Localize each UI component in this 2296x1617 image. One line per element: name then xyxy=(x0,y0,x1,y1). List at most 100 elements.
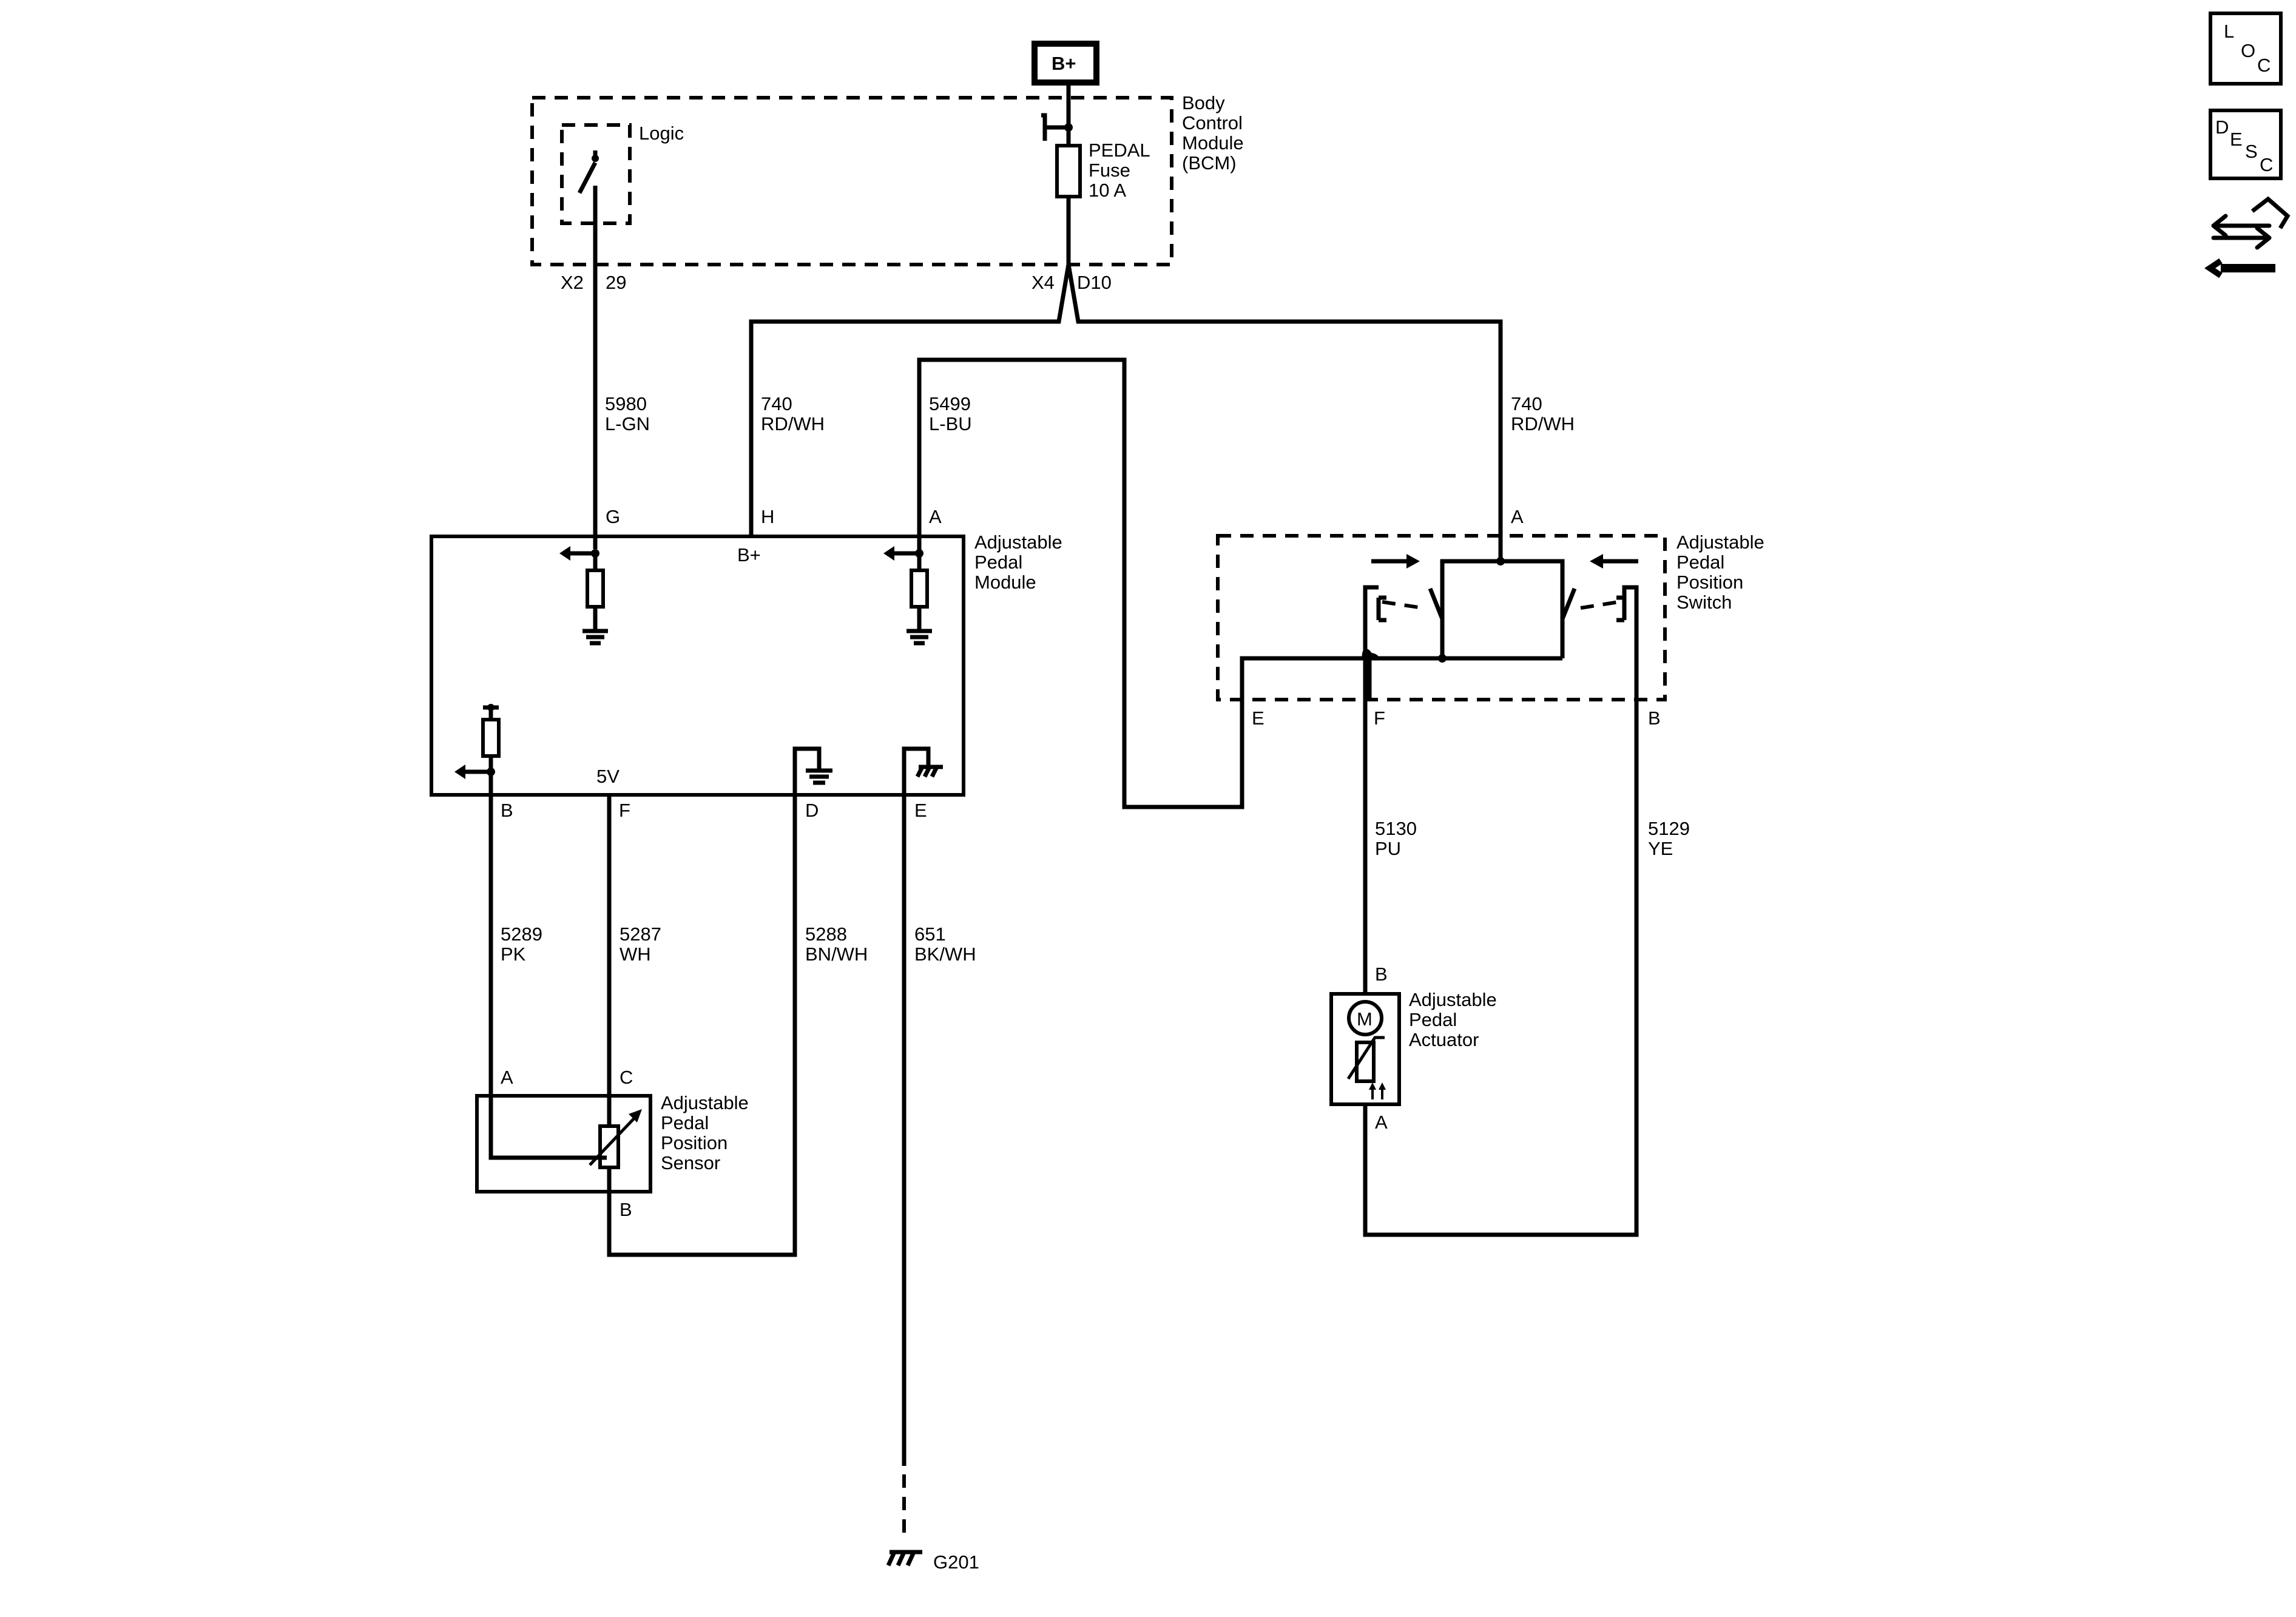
sensor-name-line4: Sensor xyxy=(661,1152,720,1173)
module-name-line3: Module xyxy=(974,572,1036,593)
ground-g201: G201 xyxy=(886,1550,979,1573)
wire-740-module-color: RD/WH xyxy=(761,413,825,434)
module-signal-ground xyxy=(792,746,832,795)
module-input-g-pulldown xyxy=(559,546,608,646)
module-input-a-pulldown xyxy=(883,546,932,646)
module-chassis-ground xyxy=(902,746,943,795)
switch-name-line2: Pedal xyxy=(1676,552,1724,573)
module-input-b-pullup xyxy=(454,704,501,795)
wire-5130-circuit: 5130 xyxy=(1375,818,1417,839)
switch-name-line1: Adjustable xyxy=(1676,532,1764,553)
wire-5129-circuit: 5129 xyxy=(1648,818,1690,839)
wire-5129-color: YE xyxy=(1648,838,1673,859)
actuator-motor-label: M xyxy=(1357,1008,1373,1030)
wire-740-switch-color: RD/WH xyxy=(1511,413,1575,434)
wire-740-switch-circuit: 740 xyxy=(1511,393,1542,414)
bcm-pin-29: 29 xyxy=(606,272,626,293)
switch-name-line4: Switch xyxy=(1676,592,1732,613)
switch-pin-e: E xyxy=(1252,707,1264,729)
wire-5980-circuit: 5980 xyxy=(605,393,647,414)
bcm-name-line3: Module xyxy=(1182,132,1244,154)
wire-651-circuit: 651 xyxy=(914,923,946,945)
bcm-name-line2: Control xyxy=(1182,112,1243,133)
sensor-name-line2: Pedal xyxy=(661,1112,709,1133)
adjustable-pedal-actuator: M Adjustable Pedal Actuator B A xyxy=(1329,964,1497,1133)
fuse-rating: 10 A xyxy=(1089,180,1126,201)
module-pin-e: E xyxy=(914,800,927,821)
wire-5288-circuit: 5288 xyxy=(805,923,847,945)
actuator-name-line1: Adjustable xyxy=(1409,989,1497,1010)
fuse-name-line1: PEDAL xyxy=(1089,140,1150,161)
module-pin-b: B xyxy=(501,800,513,821)
switch-pin-f: F xyxy=(1374,707,1385,729)
battery-positive-label: B+ xyxy=(1052,53,1076,74)
module-bplus-label: B+ xyxy=(737,544,761,565)
loc-button[interactable]: L O C xyxy=(2209,12,2283,86)
ground-g201-label: G201 xyxy=(933,1551,979,1573)
wire-740-to-switch: 740 RD/WH xyxy=(1066,264,1575,561)
module-pin-g: G xyxy=(606,506,620,527)
adjustable-pedal-position-switch: Adjustable Pedal Position Switch A E F B xyxy=(1216,506,1764,729)
bcm-name-line4: (BCM) xyxy=(1182,152,1237,174)
loc-letter-l: L xyxy=(2224,21,2234,42)
switch-pin-a: A xyxy=(1511,506,1524,527)
fuse-name-line2: Fuse xyxy=(1089,160,1130,181)
loc-letter-c: C xyxy=(2257,55,2271,76)
actuator-pin-b: B xyxy=(1375,964,1388,985)
wire-651: 651 BK/WH xyxy=(902,795,976,1535)
wire-740-module-circuit: 740 xyxy=(761,393,792,414)
desc-letter-d: D xyxy=(2215,116,2229,138)
wire-5499-color: L-BU xyxy=(929,413,972,434)
connector-wrench-icon[interactable] xyxy=(2204,196,2291,279)
wire-5287: 5287 WH xyxy=(607,795,661,1126)
module-pin-d: D xyxy=(805,800,819,821)
desc-letter-s: S xyxy=(2245,141,2258,162)
bcm-connector-x4: X4 xyxy=(1032,272,1055,293)
actuator-pin-a: A xyxy=(1375,1112,1388,1133)
module-pin-h: H xyxy=(761,506,774,527)
sensor-pin-a: A xyxy=(501,1067,513,1088)
wire-5980-color: L-GN xyxy=(605,413,650,434)
logic-label: Logic xyxy=(639,123,684,144)
desc-letter-c: C xyxy=(2260,154,2273,175)
bcm-pin-d10: D10 xyxy=(1077,272,1112,293)
sensor-pin-c: C xyxy=(620,1067,633,1088)
wire-5288-color: BN/WH xyxy=(805,944,868,965)
wire-5287-circuit: 5287 xyxy=(620,923,661,945)
logic-block: Logic xyxy=(560,123,684,265)
switch-name-line3: Position xyxy=(1676,572,1743,593)
module-pin-f: F xyxy=(619,800,630,821)
wire-5130: 5130 PU xyxy=(1363,585,1417,994)
wire-5287-color: WH xyxy=(620,944,651,965)
adjustable-pedal-module: Adjustable Pedal Module G H A B+ 5V B F … xyxy=(430,506,1062,821)
module-pin-a: A xyxy=(929,506,942,527)
loc-letter-o: O xyxy=(2241,40,2255,61)
wire-5289-circuit: 5289 xyxy=(501,923,542,945)
module-5v-label: 5V xyxy=(596,766,620,787)
adjustable-pedal-position-sensor: Adjustable Pedal Position Sensor A C B xyxy=(475,1067,749,1220)
actuator-name-line2: Pedal xyxy=(1409,1009,1457,1030)
module-name-line1: Adjustable xyxy=(974,532,1062,553)
actuator-name-line3: Actuator xyxy=(1409,1029,1479,1050)
body-control-module: Body Control Module (BCM) xyxy=(530,92,1244,266)
wire-5288: 5288 BN/WH xyxy=(607,795,868,1257)
wire-651-color: BK/WH xyxy=(914,944,976,965)
sensor-name-line1: Adjustable xyxy=(661,1092,749,1113)
battery-positive-box: B+ xyxy=(1032,41,1099,86)
sensor-name-line3: Position xyxy=(661,1132,728,1153)
wire-5130-color: PU xyxy=(1375,838,1401,859)
wire-5980: 5980 L-GN xyxy=(593,265,650,549)
wire-5499: 5499 L-BU xyxy=(917,357,1353,809)
bcm-name-line1: Body xyxy=(1182,92,1225,113)
desc-letter-e: E xyxy=(2230,129,2243,150)
sensor-pin-b: B xyxy=(620,1199,632,1220)
switch-pin-b: B xyxy=(1648,707,1661,729)
wire-5129: 5129 YE xyxy=(1363,585,1690,1237)
module-name-line2: Pedal xyxy=(974,552,1022,573)
desc-button[interactable]: D E S C xyxy=(2209,109,2283,180)
wire-5289: 5289 PK xyxy=(488,795,607,1160)
wire-740-to-module: 740 RD/WH xyxy=(749,264,1071,536)
wire-5499-circuit: 5499 xyxy=(929,393,971,414)
bcm-connector-x2: X2 xyxy=(561,272,584,293)
